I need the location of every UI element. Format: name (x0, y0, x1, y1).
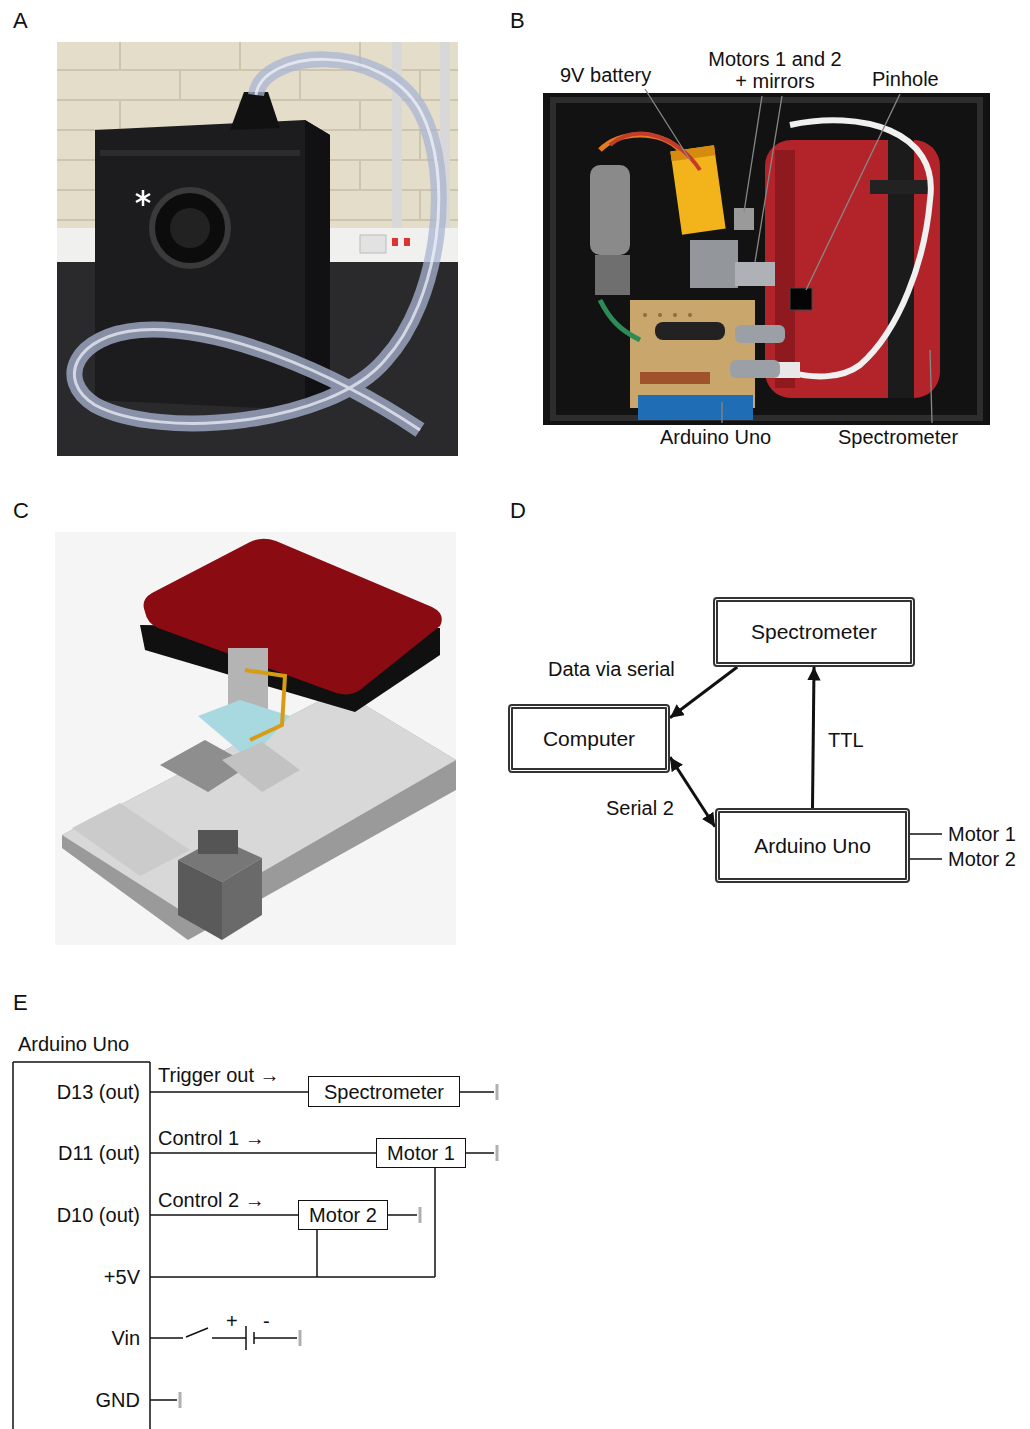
text-label: Vin (111, 1327, 140, 1349)
text-label: Control 2 → (158, 1189, 265, 1211)
process-box: Arduino Uno (715, 808, 910, 883)
text-label: Arduino Uno (18, 1033, 129, 1055)
schematic-wires (13, 1062, 494, 1429)
text-label: GND (96, 1389, 140, 1411)
text-label: - (263, 1310, 270, 1332)
edge-label: Serial 2 (604, 797, 676, 819)
render-c (55, 532, 456, 945)
text-label: Arduino Uno (660, 426, 771, 448)
node-label: Spectrometer (324, 1081, 444, 1103)
connector-arrow (670, 757, 715, 827)
node-label: Arduino Uno (754, 834, 871, 857)
panel-letter: A (13, 8, 28, 34)
text-label: Motor 1 (948, 823, 1016, 845)
process-box: Motor 1 (376, 1138, 466, 1168)
text-label: D13 (out) (57, 1081, 140, 1103)
photo-a (57, 42, 458, 456)
panel-letter: B (510, 8, 525, 34)
text-label: Control 1 → (158, 1127, 265, 1149)
photo-b (543, 93, 990, 425)
text-label: +5V (104, 1266, 140, 1288)
node-label: Spectrometer (751, 620, 877, 643)
node-label: Motor 1 (387, 1142, 455, 1164)
process-box: Spectrometer (308, 1076, 460, 1107)
text-label: Pinhole (872, 68, 939, 90)
node-label: Computer (543, 727, 635, 750)
text-label: Trigger out → (158, 1064, 280, 1086)
motor-leads (910, 834, 942, 859)
text-label: D10 (out) (57, 1204, 140, 1226)
panel-letter: C (13, 498, 29, 524)
text-label: D11 (out) (58, 1142, 140, 1164)
panel-letter: D (510, 498, 526, 524)
text-label: Motor 2 (948, 848, 1016, 870)
text-label: Spectrometer (838, 426, 958, 448)
text-label: 9V battery (560, 64, 651, 86)
leader-lines (645, 89, 932, 423)
process-box: Computer (508, 704, 670, 773)
process-box: Spectrometer (713, 597, 915, 667)
text-label: + (226, 1310, 238, 1332)
text-label: Motors 1 and 2 + mirrors (704, 48, 846, 92)
process-box: Motor 2 (298, 1200, 388, 1230)
edge-label: TTL (826, 729, 866, 751)
panel-letter: E (13, 990, 28, 1016)
connector-arrow (813, 667, 815, 808)
edge-label: Data via serial (546, 658, 677, 680)
connector-arrow (670, 667, 737, 718)
node-label: Motor 2 (309, 1204, 377, 1226)
